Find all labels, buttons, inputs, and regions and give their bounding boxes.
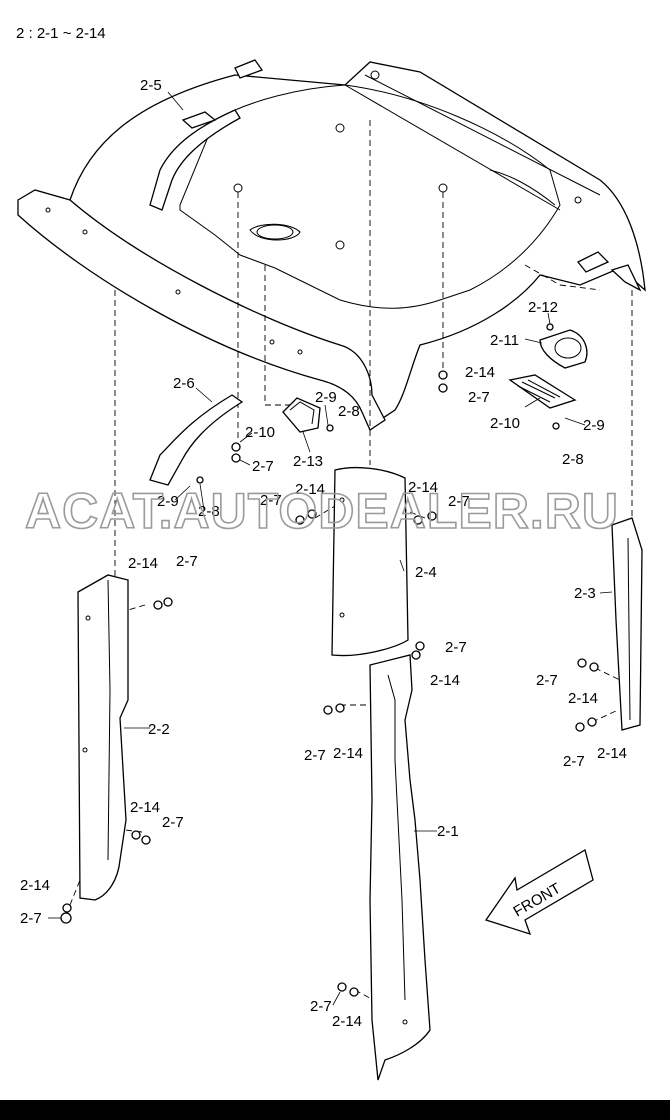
label-2-14-i: 2-14 xyxy=(130,799,160,816)
label-2-9-b: 2-9 xyxy=(583,417,605,434)
headliner-2-5 xyxy=(69,59,646,422)
label-2-7-e: 2-7 xyxy=(176,553,198,570)
label-2-14-f: 2-14 xyxy=(568,690,598,707)
label-2-8-a: 2-8 xyxy=(338,403,360,420)
right-pillar-2-3 xyxy=(611,517,643,731)
pillar-cover-2-4 xyxy=(331,466,409,657)
label-2-9-a: 2-9 xyxy=(315,389,337,406)
label-2-7-h: 2-7 xyxy=(304,747,326,764)
left-pillar-2-2 xyxy=(77,574,129,901)
label-2-10-b: 2-10 xyxy=(490,415,520,432)
label-2-14-a: 2-14 xyxy=(465,364,495,381)
label-2-14-k: 2-14 xyxy=(332,1013,362,1030)
front-pillar-2-1 xyxy=(369,654,431,1081)
label-2-8-b: 2-8 xyxy=(562,451,584,468)
label-2-9-c: 2-9 xyxy=(157,493,179,510)
front-header-rail xyxy=(17,189,386,431)
label-2-4: 2-4 xyxy=(415,564,437,581)
label-2-14-g: 2-14 xyxy=(333,745,363,762)
label-2-14-j: 2-14 xyxy=(20,877,50,894)
label-2-7-a: 2-7 xyxy=(468,389,490,406)
bottom-black-bar xyxy=(0,1100,670,1120)
room-lamp-2-13 xyxy=(282,397,321,433)
leader-lines xyxy=(48,91,613,1006)
watermark-text: ACAT.AUTODEALER.RU xyxy=(25,483,619,539)
label-2-14-h: 2-14 xyxy=(597,745,627,762)
label-2-7-b: 2-7 xyxy=(252,458,274,475)
label-2-7-l: 2-7 xyxy=(310,998,332,1015)
label-2-7-d: 2-7 xyxy=(448,493,470,510)
label-2-5: 2-5 xyxy=(140,77,162,94)
label-2-6: 2-6 xyxy=(173,375,195,392)
diagram-title: 2 : 2-1 ~ 2-14 xyxy=(16,25,106,42)
label-2-13: 2-13 xyxy=(293,453,323,470)
front-direction-arrow: FRONT xyxy=(484,849,594,936)
label-2-10-a: 2-10 xyxy=(245,424,275,441)
label-2-7-c: 2-7 xyxy=(260,492,282,509)
label-2-1: 2-1 xyxy=(437,823,459,840)
label-2-7-f: 2-7 xyxy=(445,639,467,656)
label-2-7-g: 2-7 xyxy=(536,672,558,689)
label-2-11: 2-11 xyxy=(490,332,519,349)
label-2-7-i: 2-7 xyxy=(563,753,585,770)
label-2-3: 2-3 xyxy=(574,585,596,602)
label-2-14-c: 2-14 xyxy=(408,479,438,496)
label-2-14-e: 2-14 xyxy=(430,672,460,689)
label-2-8-c: 2-8 xyxy=(198,503,220,520)
part-labels: 2-5 2-12 2-11 2-14 2-7 2-6 2-9 2-8 2-10 … xyxy=(20,77,627,1030)
label-2-2: 2-2 xyxy=(148,721,170,738)
fasteners xyxy=(60,323,599,997)
label-2-12: 2-12 xyxy=(528,299,558,316)
garnish-2-6 xyxy=(149,394,244,486)
label-2-14-b: 2-14 xyxy=(295,481,325,498)
label-2-7-j: 2-7 xyxy=(162,814,184,831)
label-2-14-d: 2-14 xyxy=(128,555,158,572)
plate-2-10 xyxy=(508,374,577,409)
label-2-7-k: 2-7 xyxy=(20,910,42,927)
speaker-2-11 xyxy=(539,329,588,369)
